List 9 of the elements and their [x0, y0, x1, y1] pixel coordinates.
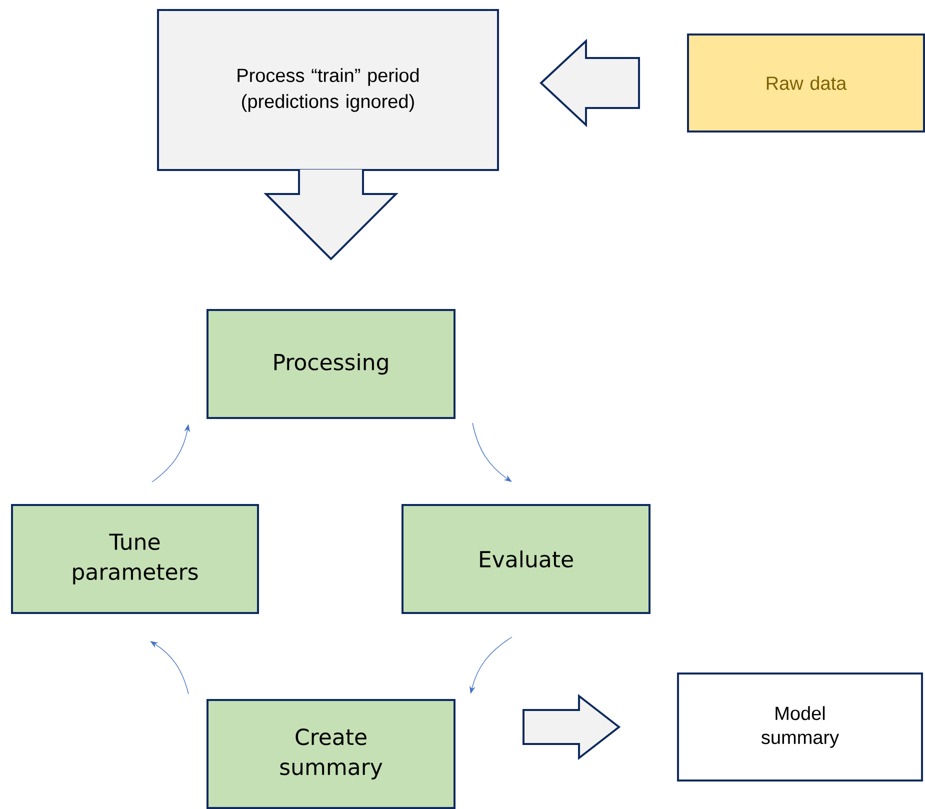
output-box: Model summary [677, 672, 923, 782]
process-box: Process “train” period (predictions ignored) [157, 9, 499, 171]
step-box: Create summary [206, 699, 456, 809]
step-box: Processing [206, 309, 456, 419]
step-box: Tune parameters [11, 504, 259, 614]
block-arrow [264, 168, 398, 260]
data-box: Raw data [687, 34, 925, 132]
step-box: Evaluate [402, 504, 650, 614]
curved-arrow [472, 422, 512, 482]
